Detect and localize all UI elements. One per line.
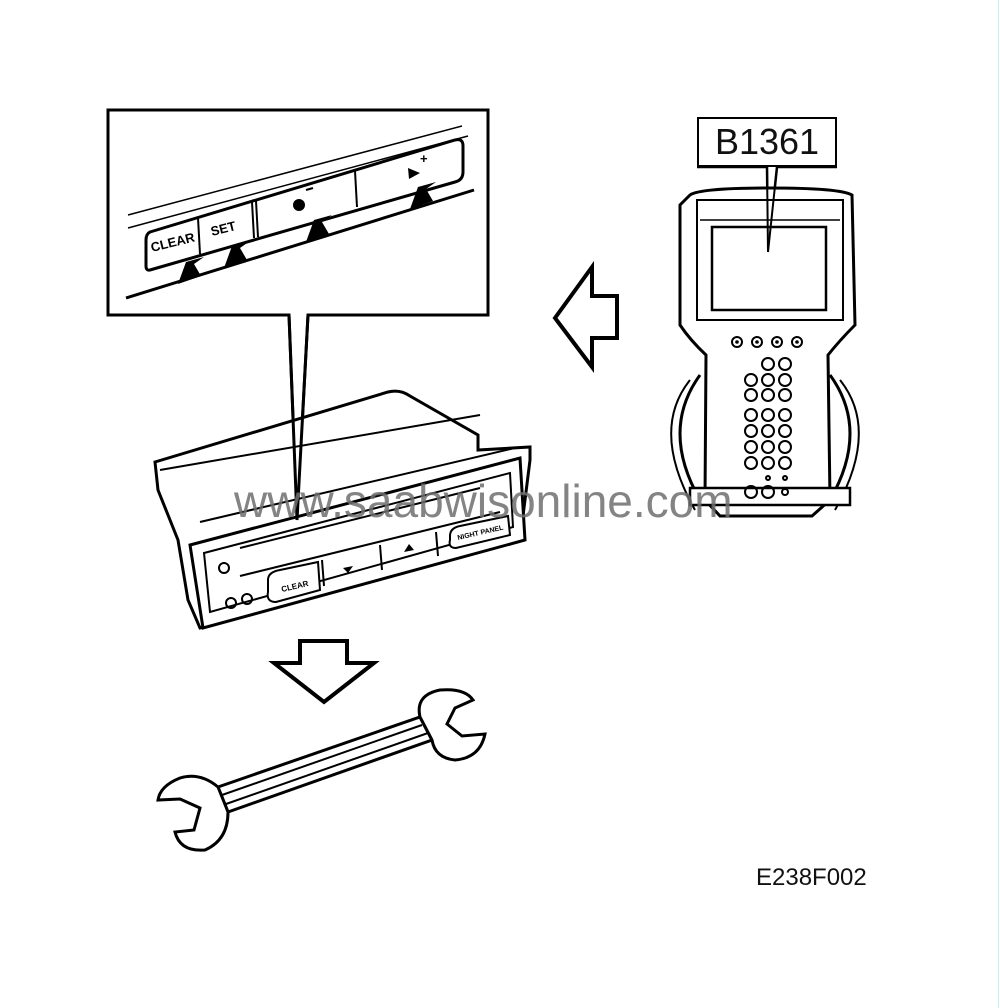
page-edge-divider [998,0,999,1008]
play-plus-icon [408,168,420,179]
minus-dot-icon [293,199,305,211]
up-triangle-icon [404,544,414,552]
wrench-icon [156,688,487,852]
press-arrow-icons [178,182,436,284]
down-arrow-icon [268,639,380,705]
soft-key-icons [731,336,803,348]
down-triangle-icon [343,566,353,573]
fault-code-label: B1361 [697,117,837,167]
left-arrow-icon [552,260,619,373]
keypad-icons [744,357,792,499]
detail-set-label: SET [209,218,237,239]
control-unit-drawing: CLEAR NIGHT PANEL [153,314,532,630]
plus-sign: + [420,151,428,166]
diagnostic-tester-drawing [670,165,860,518]
detail-panel: CLEAR SET + [106,108,490,521]
figure-id-label: E238F002 [756,864,867,891]
